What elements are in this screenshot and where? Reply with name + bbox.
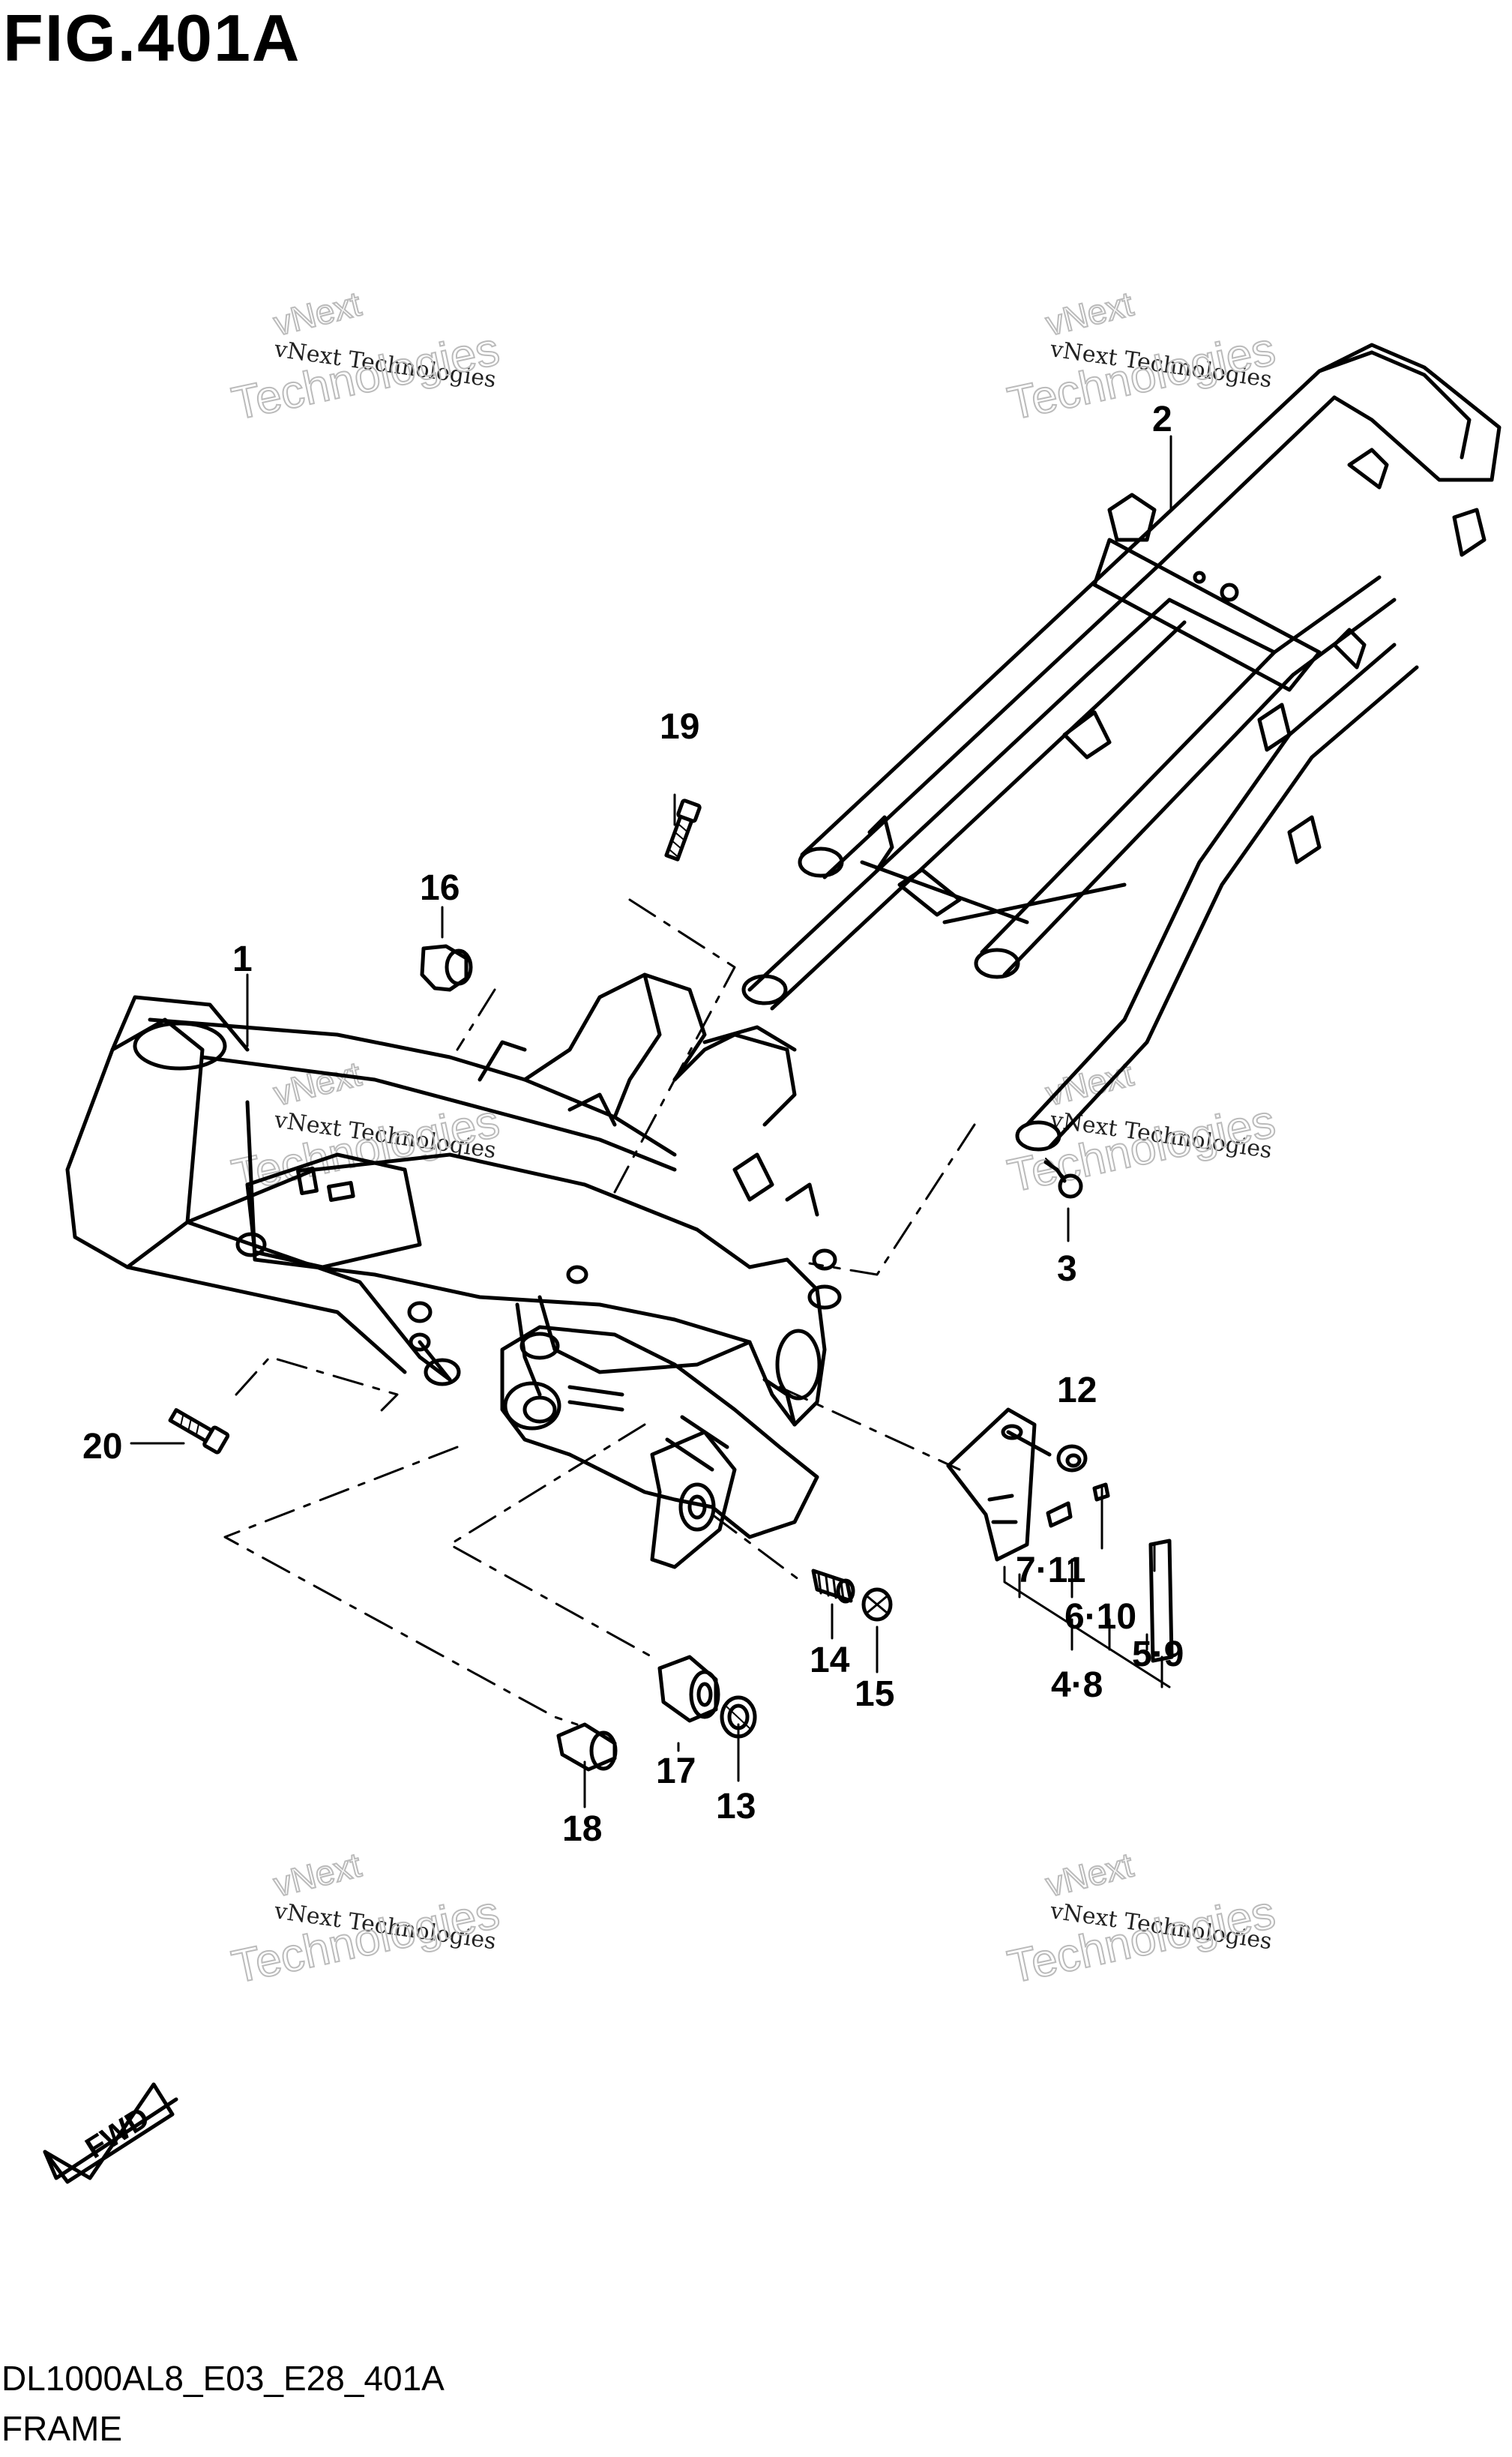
callout-15: 15: [855, 1674, 894, 1714]
callout-17: 17: [656, 1751, 696, 1791]
svg-text:vNext: vNext: [1042, 1845, 1137, 1904]
callout-1: 1: [232, 939, 253, 979]
rear-subframe: [741, 343, 1502, 1152]
watermark-top-right: vNext vNext Technologies Technologies: [1003, 283, 1280, 431]
watermark-top-left: vNext vNext Technologies Technologies: [227, 283, 504, 431]
svg-text:vNext: vNext: [270, 1845, 365, 1904]
svg-text:Technologies: Technologies: [228, 323, 504, 430]
part-15-clip: [861, 1587, 893, 1622]
part-20-bolt: [168, 1408, 230, 1455]
part-stickers: [1046, 1482, 1174, 1663]
callout-4-8: 4·8: [1051, 1665, 1103, 1705]
callout-3: 3: [1057, 1249, 1077, 1289]
callout-19: 19: [660, 707, 699, 747]
callout-12: 12: [1057, 1371, 1097, 1410]
fwd-label: FWD: [79, 2101, 155, 2165]
callout-labels: 1 2 3 4·8 5·9 6·10 7·11 12 13 14 15 16 1…: [82, 400, 1184, 1849]
figure-title: FIG.401A: [3, 1, 301, 75]
callout-7-11: 7·11: [1016, 1551, 1085, 1590]
svg-text:Technologies: Technologies: [228, 1095, 504, 1203]
callout-5-9: 5·9: [1132, 1635, 1184, 1674]
watermark-bottom-right: vNext vNext Technologies Technologies: [1003, 1844, 1280, 1994]
callout-14: 14: [810, 1640, 850, 1680]
part-19-bolt: [664, 799, 702, 861]
callout-2: 2: [1152, 400, 1172, 439]
part-14-spring: [811, 1569, 855, 1604]
svg-text:vNext: vNext: [270, 284, 365, 343]
part-17-bushing: [657, 1655, 720, 1723]
svg-text:Technologies: Technologies: [228, 1886, 504, 1994]
part-18-spacer: [556, 1722, 618, 1772]
watermark-mid-right: vNext vNext Technologies Technologies: [1003, 1053, 1280, 1203]
fwd-arrow-icon: [43, 2082, 178, 2184]
svg-text:vNext: vNext: [270, 1054, 365, 1113]
part-4-8-guard-plate: [946, 1407, 1037, 1562]
figure-code: DL1000AL8_E03_E28_401A: [1, 2359, 445, 2398]
part-13-nut: [720, 1695, 757, 1739]
watermark-mid-left: vNext vNext Technologies Technologies: [227, 1053, 504, 1203]
svg-text:vNext: vNext: [1042, 284, 1137, 343]
figure-name: FRAME: [1, 2409, 122, 2448]
main-frame: [65, 972, 842, 1569]
callout-20: 20: [82, 1427, 122, 1467]
leader-lines: [130, 435, 1172, 1808]
part-3-bolt: [1043, 1158, 1083, 1199]
callout-13: 13: [716, 1787, 756, 1826]
callout-16: 16: [420, 868, 460, 908]
svg-text:Technologies: Technologies: [1004, 323, 1280, 430]
watermark-bottom-left: vNext vNext Technologies Technologies: [227, 1844, 504, 1994]
part-12-screw: [1006, 1430, 1088, 1473]
callout-6-10: 6·10: [1064, 1597, 1136, 1637]
callout-18: 18: [562, 1809, 602, 1849]
svg-text:Technologies: Technologies: [1004, 1886, 1280, 1994]
part-16-collar: [420, 944, 473, 992]
